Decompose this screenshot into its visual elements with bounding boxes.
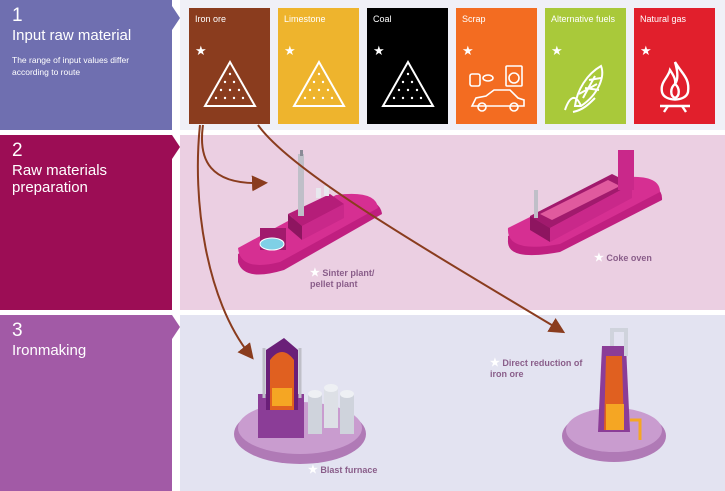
pile-icon <box>203 59 257 107</box>
direct-reduction-plant <box>562 328 666 462</box>
coke-oven-label: ★ Coke oven <box>594 252 652 264</box>
star-icon: ★ <box>310 267 320 279</box>
material-card-iron-ore: Iron ore ★ <box>189 8 270 124</box>
scrap-icon <box>469 65 525 112</box>
star-icon: ★ <box>551 43 563 58</box>
pile-icon <box>381 59 435 107</box>
material-label: Iron ore <box>195 14 227 24</box>
direct-reduction-label: ★ Direct reduction of iron ore <box>490 357 583 380</box>
material-label: Limestone <box>284 14 326 24</box>
star-icon: ★ <box>373 43 385 58</box>
star-icon: ★ <box>594 252 604 264</box>
star-icon: ★ <box>284 43 296 58</box>
pile-icon <box>292 59 346 107</box>
panel-preparation <box>180 135 725 310</box>
sinter-plant <box>238 150 382 275</box>
stage-3-arrow-tip <box>172 315 180 339</box>
corn-icon <box>564 64 604 113</box>
stage-3-label: 3 Ironmaking <box>0 315 172 491</box>
blast-furnace-label: ★ Blast furnace <box>308 464 378 476</box>
stage-1-arrow-tip <box>172 0 180 130</box>
star-icon: ★ <box>462 43 474 58</box>
arrow-to-sinter <box>201 124 268 192</box>
material-card-alternative-fuels: Alternative fuels ★ <box>545 8 626 124</box>
star-icon: ★ <box>640 43 652 58</box>
sinter-plant-label: ★ Sinter plant/ pellet plant <box>310 267 375 290</box>
star-icon: ★ <box>195 43 207 58</box>
stage-number: 1 <box>12 5 23 26</box>
coke-oven <box>507 150 663 256</box>
star-icon: ★ <box>308 464 318 476</box>
arrow-to-blast-furnace <box>196 124 254 360</box>
stage-subtitle: The range of input values differ accordi… <box>12 55 130 77</box>
stage-title: Raw materials preparation <box>12 162 108 196</box>
material-card-natural-gas: Natural gas ★ <box>634 8 715 124</box>
blast-furnace <box>234 338 366 464</box>
material-card-scrap: Scrap ★ <box>456 8 537 124</box>
stage-number: 3 <box>12 320 23 341</box>
material-card-coal: Coal ★ <box>367 8 448 124</box>
material-label: Coal <box>373 14 392 24</box>
arrow-to-direct-reduction <box>257 124 566 334</box>
stage-2-label: 2 Raw materials preparation <box>0 135 172 310</box>
stage-title: Ironmaking <box>12 342 87 359</box>
flame-icon <box>660 61 690 113</box>
stage-1-label: 1 Input raw material The range of input … <box>0 0 172 130</box>
material-label: Natural gas <box>640 14 687 24</box>
stage-2-arrow-tip <box>172 135 180 159</box>
material-card-limestone: Limestone ★ <box>278 8 359 124</box>
stage-number: 2 <box>12 140 23 161</box>
material-label: Alternative fuels <box>551 14 616 24</box>
material-label: Scrap <box>462 14 486 24</box>
stage-title: Input raw material <box>12 27 132 44</box>
star-icon: ★ <box>490 357 500 369</box>
